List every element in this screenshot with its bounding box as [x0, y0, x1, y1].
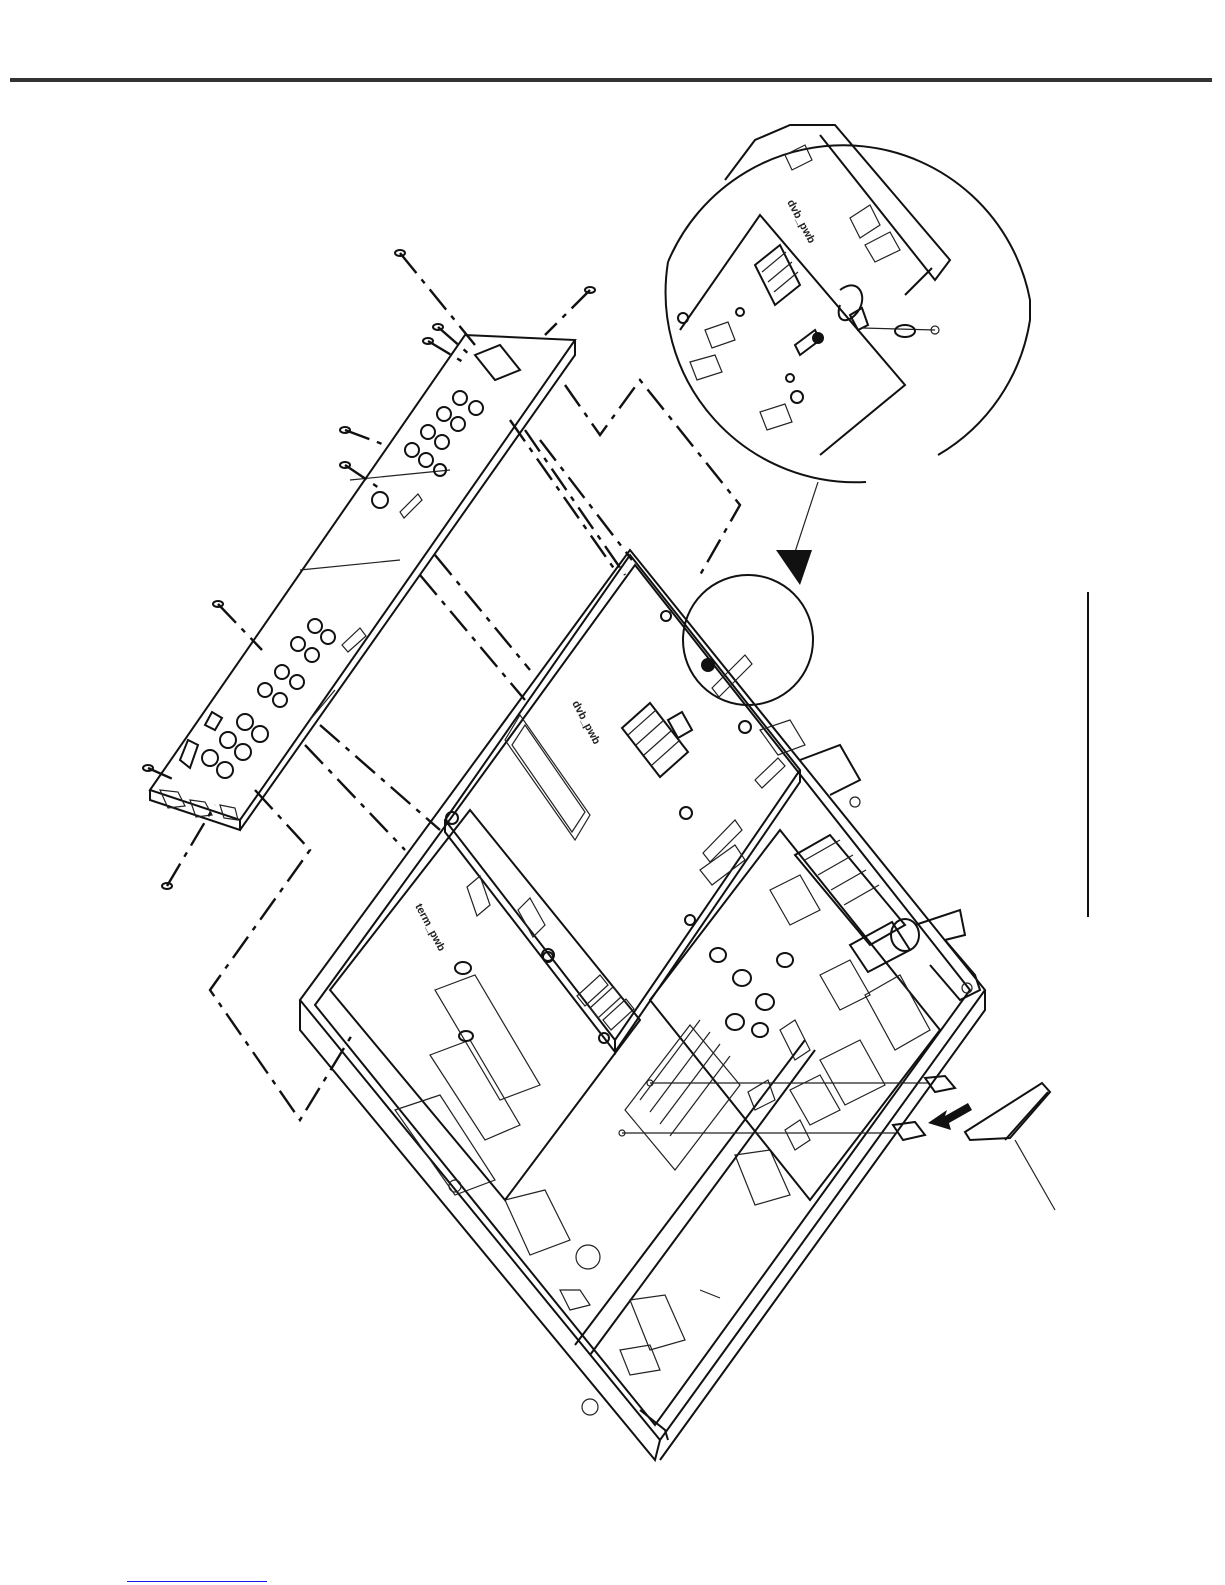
jack-icon	[202, 391, 483, 778]
rear-panel	[150, 335, 575, 830]
chassis-frame	[300, 550, 985, 1460]
magnifier-circle-icon: dvb_pwb	[666, 125, 1030, 705]
arrow-icon	[928, 1103, 972, 1130]
main-board: dvb_pwb	[445, 555, 800, 1052]
zoom-board-label: dvb_pwb	[784, 198, 817, 246]
screw-icon	[143, 250, 595, 889]
insert-panel	[965, 1083, 1055, 1210]
capacitor-icon	[710, 919, 919, 1037]
assembly-guide-lines	[148, 253, 740, 1120]
terminal-board: term_pwb	[330, 810, 640, 1200]
main-board-label: dvb_pwb	[569, 699, 602, 747]
heatsink-icon	[622, 703, 692, 777]
terminal-board-label: term_pwb	[412, 902, 447, 954]
